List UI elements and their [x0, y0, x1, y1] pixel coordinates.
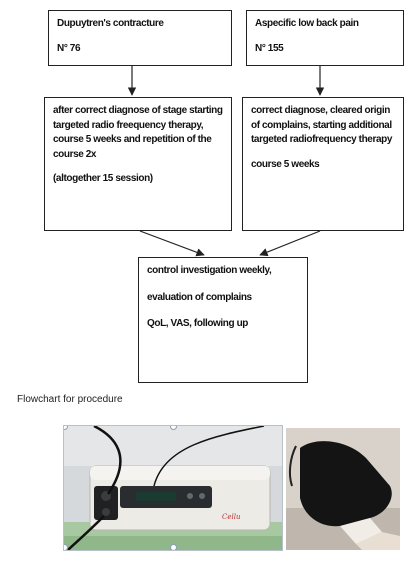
box-dupuytren-therapy: after correct diagnose of stage starting…: [44, 97, 232, 231]
box-dupuytren-therapy-text: after correct diagnose of stage starting…: [53, 105, 223, 160]
box-follow-up-line3: QoL, VAS, following up: [147, 318, 248, 329]
box-low-back-pain-title: Aspecific low back pain: [255, 18, 359, 29]
device-photo: Cellu: [63, 425, 283, 551]
box-back-pain-therapy-note: course 5 weeks: [251, 158, 320, 170]
radiofrequency-device-illustration: Cellu: [64, 426, 282, 550]
flow-arrows: [127, 66, 325, 257]
box-follow-up-line1: control investigation weekly,: [147, 265, 272, 276]
hand-applicator-photo: [286, 428, 400, 550]
box-low-back-pain-count: N° 155: [255, 42, 284, 54]
box-back-pain-therapy-text: correct diagnose, cleared origin of comp…: [251, 105, 392, 145]
hand-glove-illustration: [286, 428, 400, 550]
arrow-right-to-bottom: [259, 230, 321, 257]
box-follow-up-line2: evaluation of complains: [147, 291, 252, 303]
svg-text:Cellu: Cellu: [222, 513, 241, 521]
box-dupuytren: Dupuytren's contracture N° 76: [48, 10, 232, 66]
box-low-back-pain: Aspecific low back pain N° 155: [246, 10, 404, 66]
box-back-pain-therapy: correct diagnose, cleared origin of comp…: [242, 97, 404, 231]
box-follow-up: control investigation weekly, evaluation…: [138, 257, 308, 383]
arrow-left-to-bottom: [139, 230, 205, 257]
box-dupuytren-therapy-note: (altogether 15 session): [53, 173, 153, 184]
figure-caption: Flowchart for procedure: [17, 394, 123, 405]
box-dupuytren-count: N° 76: [57, 42, 81, 54]
box-dupuytren-title: Dupuytren's contracture: [57, 18, 164, 29]
